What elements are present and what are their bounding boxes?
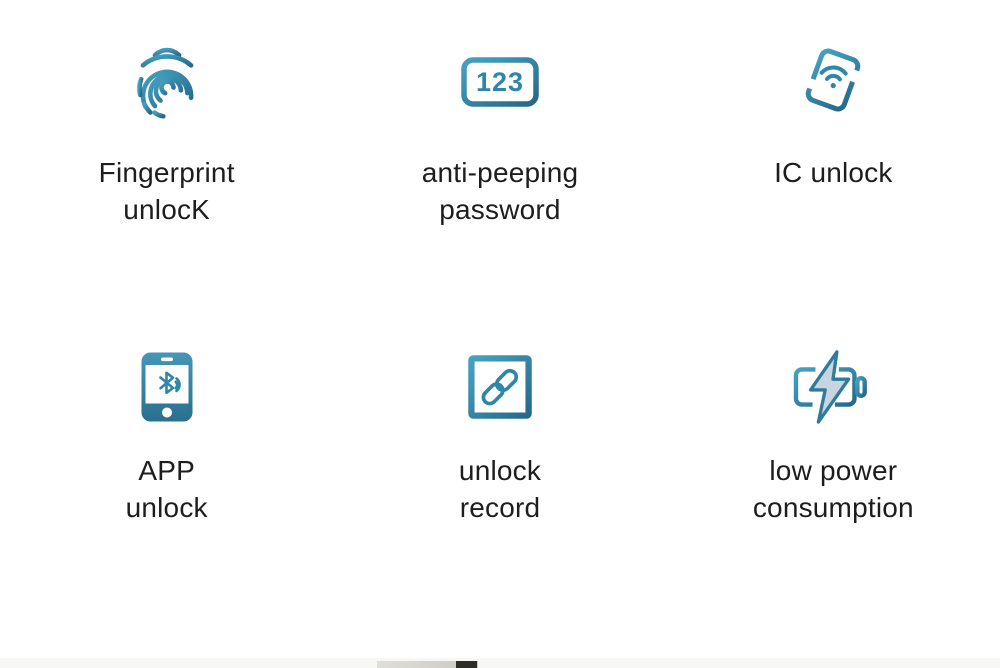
- feature-label-line2: consumption: [752, 492, 914, 523]
- photo-crop-dark-block: [456, 661, 477, 668]
- feature-label-line1: low power: [769, 455, 898, 486]
- feature-label-line1: APP: [138, 455, 195, 486]
- feature-label: Fingerprint unlocK: [99, 154, 235, 228]
- feature-label-line2: record: [459, 492, 541, 523]
- feature-label: IC unlock: [774, 154, 893, 191]
- keypad-123-icon: 123: [461, 45, 539, 118]
- feature-label-line1: IC unlock: [774, 157, 893, 188]
- feature-item-fingerprint-unlock: Fingerprint unlocK: [0, 0, 333, 310]
- feature-item-ic-unlock: IC unlock: [667, 0, 1000, 310]
- feature-label-line2: unlock: [125, 492, 208, 523]
- photo-crop-bar: [377, 661, 478, 668]
- feature-label-line1: unlock: [458, 455, 542, 486]
- feature-item-anti-peeping-password: 123 anti-peeping password: [333, 0, 666, 310]
- feature-label: anti-peeping password: [422, 154, 579, 228]
- feature-label: low power consumption: [753, 452, 914, 526]
- feature-item-unlock-record: unlock record: [333, 310, 666, 668]
- feature-item-low-power: low power consumption: [667, 310, 1000, 668]
- feature-label-line1: Fingerprint: [98, 157, 235, 188]
- feature-label-line2: unlocK: [123, 194, 211, 225]
- photo-crop-strip: [0, 658, 1000, 668]
- fingerprint-icon: [131, 45, 203, 119]
- feature-label: unlock record: [459, 452, 541, 526]
- keypad-digits: 123: [476, 67, 524, 97]
- chain-link-icon: [468, 350, 532, 423]
- battery-lightning-icon: [788, 349, 878, 424]
- feature-label-line1: anti-peeping: [421, 157, 579, 188]
- feature-label: APP unlock: [126, 452, 208, 526]
- phone-bluetooth-icon: [140, 350, 194, 423]
- feature-label-line2: password: [439, 194, 561, 225]
- feature-item-app-unlock: APP unlock: [0, 310, 333, 668]
- ic-card-icon: [793, 45, 873, 118]
